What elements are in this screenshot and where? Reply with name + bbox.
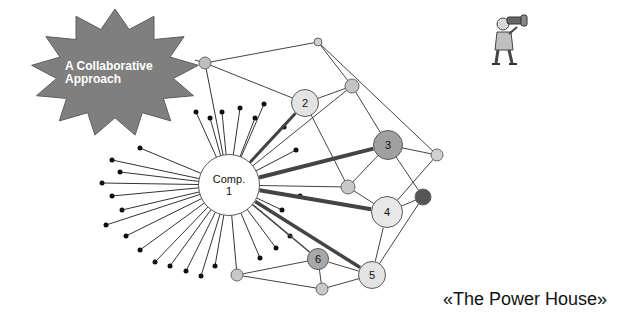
icon-lens xyxy=(521,15,527,26)
dot xyxy=(238,106,243,111)
connector-line xyxy=(375,228,383,262)
dot xyxy=(274,246,279,251)
dot xyxy=(194,110,199,115)
dot xyxy=(262,102,267,107)
dot xyxy=(153,260,158,265)
grey-node xyxy=(345,79,359,93)
dot xyxy=(253,116,258,121)
dot xyxy=(110,194,115,199)
connector-line xyxy=(259,149,373,178)
connector-line xyxy=(329,262,359,271)
link-line xyxy=(205,42,318,63)
partner-circle: 5 xyxy=(358,261,386,289)
dot xyxy=(213,264,218,269)
grey-nodes xyxy=(199,38,443,295)
icon-legs xyxy=(496,50,512,63)
partner-circle: 2 xyxy=(291,89,319,117)
dot xyxy=(100,181,105,186)
caption-text: «The Power House» xyxy=(443,289,607,310)
binoculars-man-icon xyxy=(492,15,527,64)
partner-circle: 3 xyxy=(373,130,403,160)
dot xyxy=(294,148,299,153)
partner-circle: 6 xyxy=(307,248,329,270)
dot xyxy=(168,264,173,269)
grey-node xyxy=(231,269,243,281)
link-line xyxy=(237,275,322,289)
grey-node xyxy=(314,38,322,46)
network-lines xyxy=(195,42,437,289)
dot xyxy=(104,223,109,228)
link-line xyxy=(318,42,352,86)
link-line xyxy=(205,63,305,103)
starburst-outline xyxy=(32,9,199,135)
connector-line xyxy=(260,190,372,209)
icon-body xyxy=(495,32,513,50)
dot xyxy=(184,269,189,274)
dot xyxy=(258,256,263,261)
connector-line xyxy=(250,113,295,162)
dot xyxy=(220,110,225,115)
grey-node xyxy=(341,180,355,194)
grey-node xyxy=(199,57,211,69)
dot xyxy=(118,170,123,175)
starburst-callout: A Collaborative Approach xyxy=(30,8,200,138)
connector-line xyxy=(253,205,310,252)
dot xyxy=(110,158,115,163)
grey-node xyxy=(431,149,443,161)
partner-circle: 4 xyxy=(371,196,403,228)
link-line xyxy=(237,259,318,275)
link-line xyxy=(305,103,348,187)
dot xyxy=(280,208,285,213)
grey-node xyxy=(316,283,328,295)
dot xyxy=(120,208,125,213)
dot xyxy=(124,234,129,239)
dot xyxy=(138,248,143,253)
central-company-circle: Comp. 1 xyxy=(198,154,260,216)
dot xyxy=(208,116,213,121)
dark-node xyxy=(415,189,431,205)
icon-feet xyxy=(492,63,517,65)
icon-arm xyxy=(509,27,517,34)
dot xyxy=(138,146,143,151)
dot xyxy=(199,274,204,279)
